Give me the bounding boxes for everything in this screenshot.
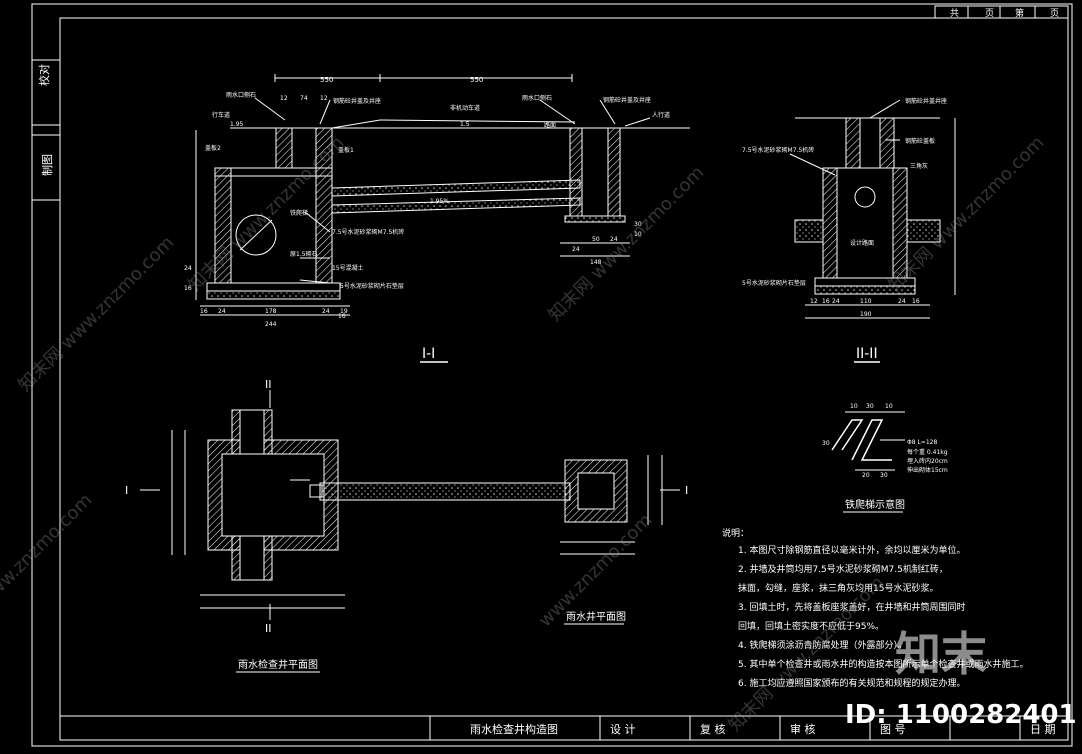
page-unit-label-2: 页: [1050, 8, 1059, 19]
plan-mark-ii-top: II: [265, 378, 272, 391]
note-5: 回填，回填土密实度不应低于95%。: [738, 620, 884, 632]
s1-dim-7: 244: [265, 321, 277, 328]
s1-dim-4: 12: [320, 95, 328, 102]
note-6: 4. 铁爬梯须涂沥青防腐处理（外露部分）。: [738, 639, 907, 651]
s2-callout-5: 5号水泥砂浆砌片石垫层: [742, 279, 806, 287]
figure-number-label: 图 号: [880, 723, 906, 736]
s1-dim-9: 24: [218, 308, 226, 315]
ladder-note-3: 伸出砌体15cm: [907, 466, 948, 474]
page-current-label: 第: [1015, 7, 1024, 19]
s2-callout-0: 钢筋砼井盖井座: [905, 97, 947, 105]
ladder-dim-5: 30: [880, 472, 888, 479]
s1-dim-6: 19: [340, 308, 348, 315]
page-total-label: 共: [950, 8, 959, 19]
page-unit-label: 页: [985, 8, 994, 19]
s2-dim-4: 24: [898, 298, 906, 305]
drawing-title: 雨水检查井构造图: [470, 722, 558, 736]
note-2: 2. 井墙及井筒均用7.5号水泥砂浆砌M7.5机制红砖，: [738, 563, 948, 575]
s1-dim-13: 24: [572, 246, 580, 253]
s1-callout-6: 行车道: [212, 111, 230, 119]
s1-dim-11: 16: [338, 313, 346, 320]
notes-title: 说明：: [722, 527, 749, 539]
ladder-note-2: 埋入砖内20cm: [907, 457, 948, 465]
section-2-label: II-II: [856, 346, 878, 362]
s1-dim-8: 16: [200, 308, 208, 315]
s2-dim-1: 16: [822, 298, 830, 305]
s1-callout-16: 1.5: [460, 121, 470, 128]
s1-callout-1: 钢筋砼井盖及井座: [333, 97, 381, 105]
side-check-label: 校对: [37, 64, 51, 86]
note-7: 5. 其中单个检查井或雨水井的构造按本图所示单个检查井或雨水井施工。: [738, 658, 1028, 670]
section-1-drawing: [195, 74, 690, 316]
s1-dim-17: 10: [634, 231, 642, 238]
review-label: 复 核: [700, 722, 726, 736]
s1-callout-4: 钢筋砼井盖及井座: [603, 96, 651, 104]
note-3: 抹面，勾缝，座浆，抹三角灰均用15号水泥砂浆。: [738, 582, 938, 594]
s1-callout-8: 盖板2: [205, 144, 221, 152]
s1-dim-14: 50: [592, 236, 600, 243]
s1-dim-0: 550: [320, 76, 333, 84]
s2-callout-2: 7.5号水泥砂浆砌M7.5机砖: [742, 146, 814, 154]
s1-dim-1: 550: [470, 76, 483, 84]
id-label: ID: 1100282401: [845, 700, 1077, 730]
date-label: 日 期: [1030, 723, 1056, 736]
ladder-label: 铁爬梯示意图: [845, 498, 905, 511]
s2-dim-6: 190: [860, 311, 872, 318]
ladder-dim-3: 30: [822, 440, 830, 447]
plan-drawing: [140, 390, 680, 620]
s1-dim-3: 74: [300, 95, 308, 102]
s1-dim-16: 30: [634, 221, 642, 228]
title-block: [59, 715, 1069, 741]
s1-dim-19: 16: [184, 285, 192, 292]
ladder-note-1: 每个重 0.41kg: [907, 448, 948, 456]
s1-dim-5: 178: [265, 308, 277, 315]
s1-callout-11: 7.5号水泥砂浆砌M7.5机砖: [332, 228, 404, 236]
s1-callout-10: 铁爬梯: [290, 209, 308, 217]
s1-callout-2: 非机动车道: [450, 104, 480, 112]
s2-dim-5: 16: [912, 298, 920, 305]
s1-callout-15: 1.95: [230, 121, 244, 128]
plan-mark-i-right: I: [685, 484, 688, 497]
ladder-dim-0: 10: [850, 403, 858, 410]
plan-mark-i-left: I: [125, 484, 128, 497]
ladder-dim-2: 10: [885, 403, 893, 410]
approve-label: 审 核: [790, 722, 816, 736]
s1-dim-15: 24: [610, 236, 618, 243]
s2-callout-3: 三角灰: [910, 162, 928, 170]
ladder-dim-1: 30: [866, 403, 874, 410]
s2-callout-1: 钢筋砼盖板: [905, 137, 935, 145]
s1-callout-7: 路面: [544, 121, 556, 129]
brand-logo: 知末: [895, 627, 987, 681]
ladder-dim-4: 20: [862, 472, 870, 479]
s1-callout-9: 盖板1: [338, 146, 354, 154]
design-label: 设 计: [610, 723, 636, 736]
s1-callout-17: 1.95%: [430, 198, 449, 205]
plan-2-label: 雨水井平面图: [566, 610, 626, 623]
s2-dim-3: 110: [860, 298, 872, 305]
s1-callout-5: 人行道: [652, 111, 670, 119]
s2-dim-2: 24: [832, 298, 840, 305]
s1-callout-13: 15号混凝土: [332, 264, 364, 272]
s2-dim-0: 12: [810, 298, 818, 305]
plan-1-label: 雨水检查井平面图: [238, 658, 318, 671]
section-1-label: I-I: [422, 346, 435, 362]
s1-callout-0: 雨水口侧石: [226, 91, 256, 99]
section-2-drawing: [789, 99, 956, 319]
s1-dim-12: 148: [590, 259, 602, 266]
note-8: 6. 施工均应遵照国家颁布的有关规范和规程的规定办理。: [738, 677, 965, 689]
s1-dim-2: 12: [280, 95, 288, 102]
plan-mark-ii-bottom: II: [265, 622, 272, 635]
note-4: 3. 回填土时，先将盖板座浆盖好，在井墙和井筒周围同时: [738, 601, 965, 613]
note-1: 1. 本图尺寸除钢筋直径以毫米计外，余均以厘米为单位。: [738, 544, 965, 556]
ladder-note-0: Φ8 L=128: [907, 439, 937, 446]
s1-callout-14: 5号水泥砂浆砌片石垫层: [340, 282, 404, 290]
s2-callout-4: 设计路面: [850, 239, 874, 247]
s1-callout-12: 原1.5砌石: [290, 250, 318, 258]
s1-callout-3: 雨水口侧石: [522, 94, 552, 102]
ladder-drawing: [831, 411, 905, 471]
side-draw-label: 制图: [41, 154, 54, 176]
s1-dim-18: 24: [184, 265, 192, 272]
s1-dim-10: 24: [322, 308, 330, 315]
